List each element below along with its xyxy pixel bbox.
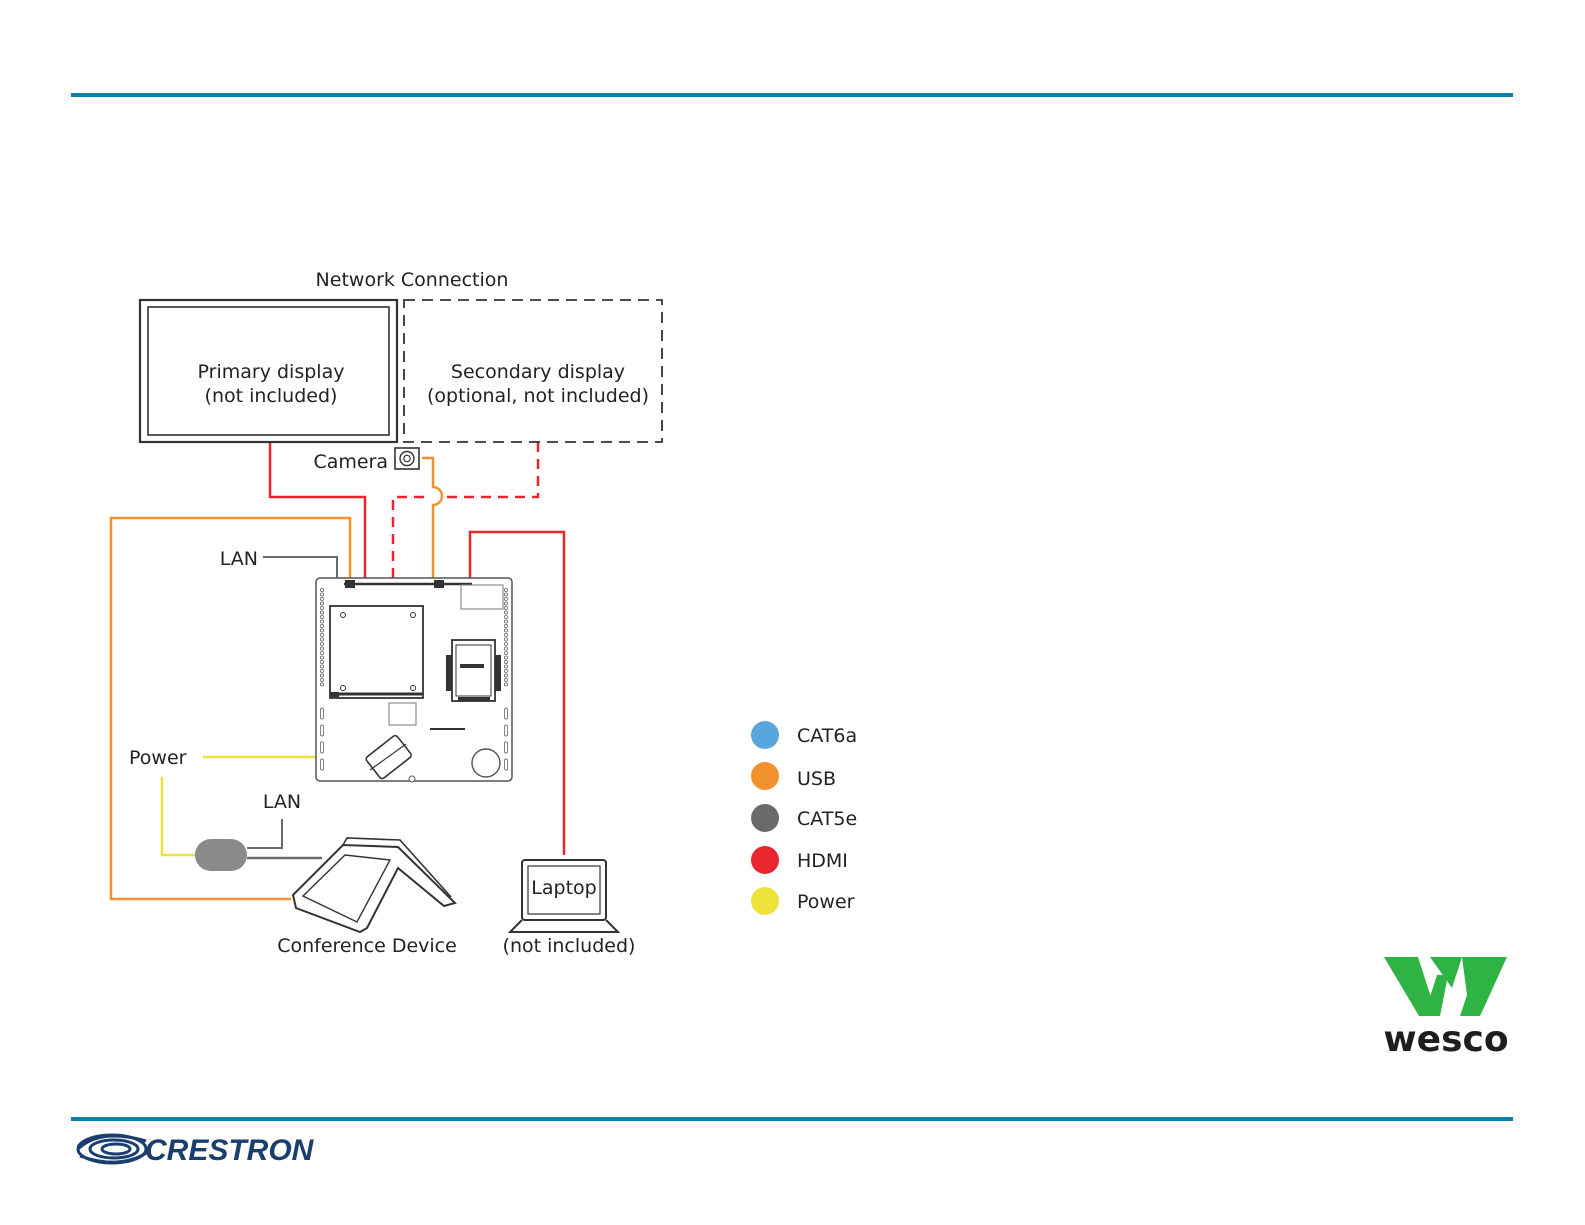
power-label: Power [129,747,187,769]
crestron-logo-text: CRESTRON [145,1134,315,1167]
camera-label: Camera [313,451,388,473]
legend-swatch-power [751,887,779,915]
legend-label-power: Power [797,891,855,913]
legend-swatch-cat5e [751,804,779,832]
secondary-display-label-1: Secondary display [451,361,625,383]
conference-device-label: Conference Device [277,935,457,957]
lan-label-bottom: LAN [263,791,301,813]
cable-legend: CAT6a USB CAT5e HDMI Power [751,721,857,915]
wesco-logo-text: wesco [1383,1019,1508,1060]
legend-swatch-usb [751,762,779,790]
room-codec [330,606,423,698]
cat5e-cable-lan-injector [247,819,282,848]
network-connection-label: Network Connection [316,269,509,291]
crestron-logo: CRESTRON [78,1134,315,1167]
legend-label-cat5e: CAT5e [797,808,857,830]
lan-label-top: LAN [220,548,258,570]
conference-device-icon [293,838,455,932]
legend-item-power: Power [751,887,855,915]
legend-label-usb: USB [797,768,836,790]
crestron-swirl-icon [78,1135,148,1163]
legend-item-hdmi: HDMI [751,846,848,874]
hdmi-ingest-module [446,640,501,701]
primary-display-label-2: (not included) [205,385,338,407]
legend-swatch-cat6a [751,721,779,749]
legend-label-hdmi: HDMI [797,850,848,872]
primary-display-label-1: Primary display [198,361,345,383]
laptop-label: Laptop [531,877,596,899]
legend-item-cat6a: CAT6a [751,721,857,749]
secondary-display-label-2: (optional, not included) [427,385,649,407]
legend-item-cat5e: CAT5e [751,804,857,832]
laptop-note-label: (not included) [503,935,636,957]
power-cable-injector [162,777,195,855]
legend-swatch-hdmi [751,846,779,874]
poe-injector [195,839,247,871]
legend-item-usb: USB [751,762,836,790]
wesco-logo: wesco [1383,957,1508,1060]
legend-label-cat6a: CAT6a [797,725,857,747]
camera-icon [395,448,419,469]
